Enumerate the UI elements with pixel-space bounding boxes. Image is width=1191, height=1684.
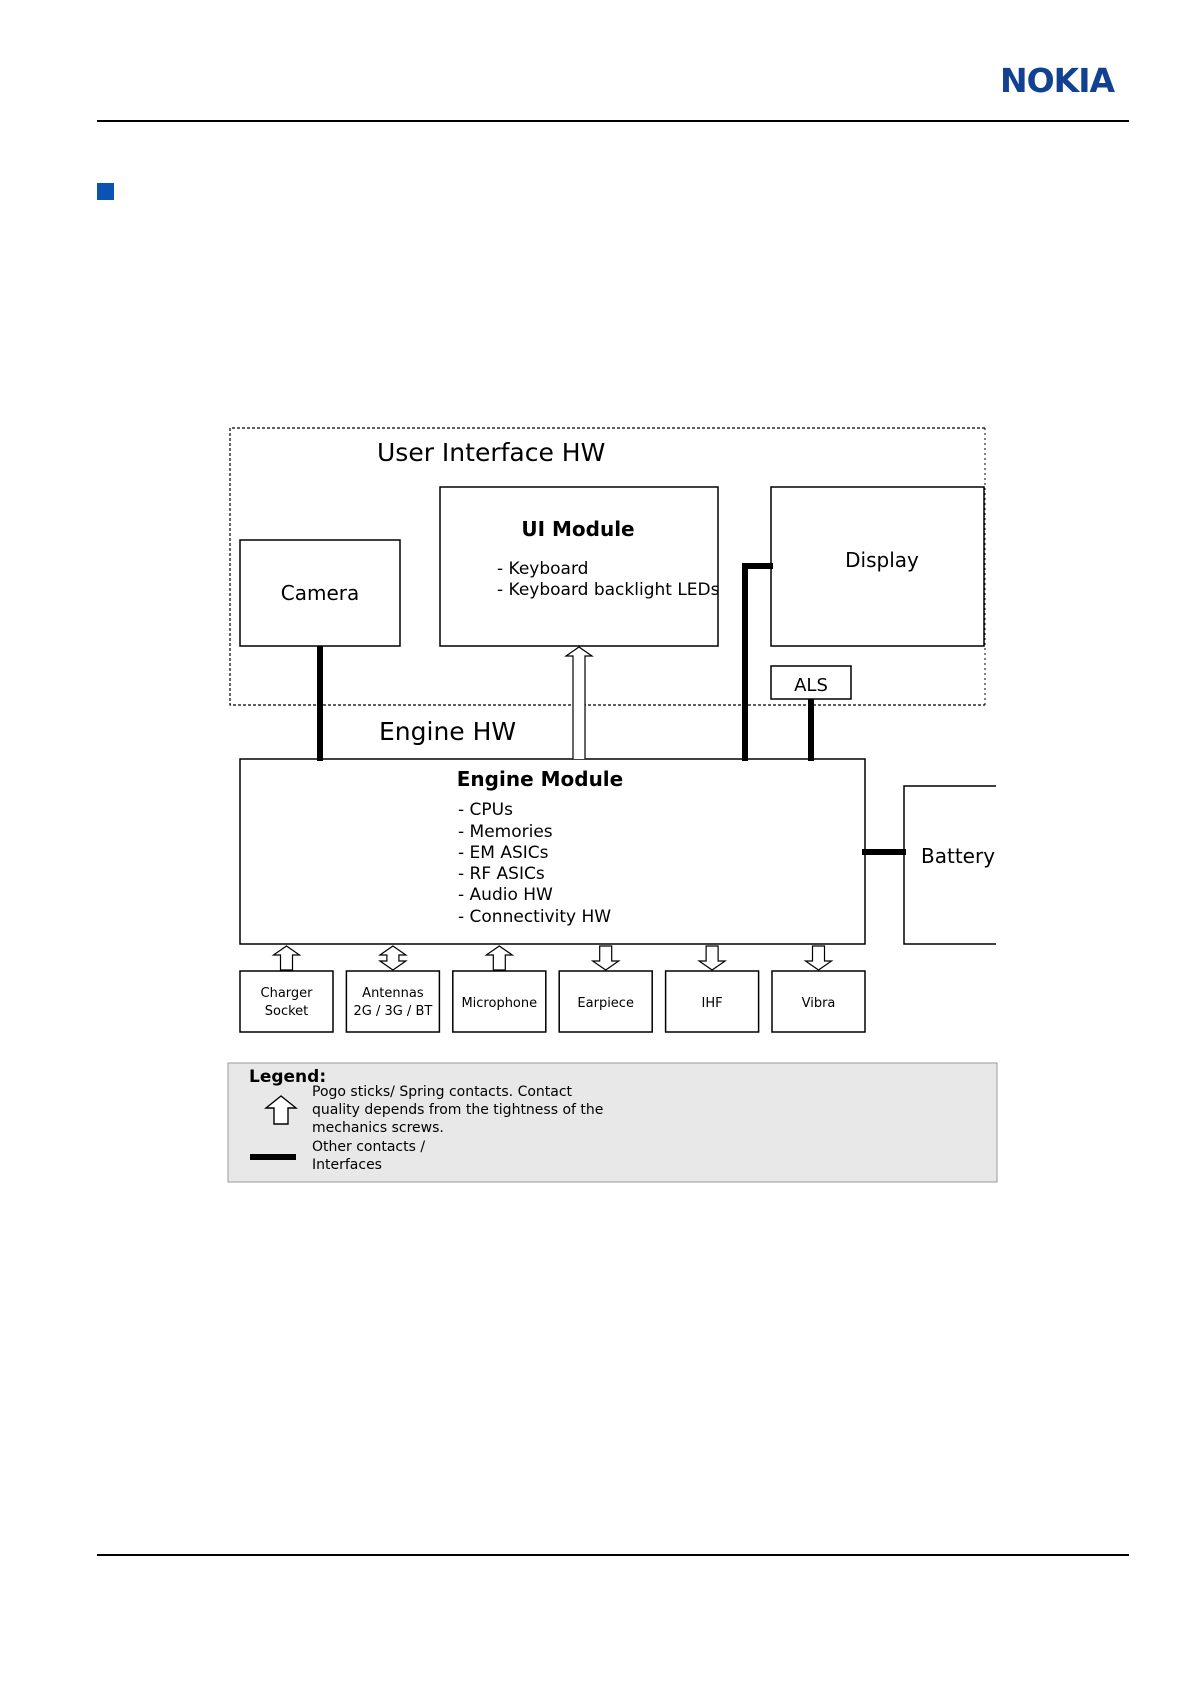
peripheral-pogo-arrow-icon [271, 945, 302, 971]
header-rule [97, 120, 1129, 122]
peripheral-box [771, 970, 866, 1033]
peripheral-label: Vibra [802, 996, 836, 1011]
section-bullet-icon [97, 183, 114, 200]
battery-label: Battery [921, 844, 995, 868]
peripheral-box [345, 970, 441, 1033]
display-box [770, 486, 985, 647]
peripheral-box [452, 970, 547, 1033]
peripheral-box [239, 970, 334, 1033]
engine-module-item: - Memories [458, 822, 553, 842]
footer-rule [97, 1554, 1129, 1556]
camera-label: Camera [281, 581, 360, 605]
peripheral-box [558, 970, 653, 1033]
peripheral-label: Charger [261, 986, 314, 1001]
ui-module-box [439, 486, 719, 647]
ui-section-label: User Interface HW [377, 438, 605, 467]
engine-module-item: - EM ASICs [458, 843, 549, 863]
peripheral-label: 2G / 3G / BT [353, 1004, 432, 1019]
peripheral-pogo-arrow-icon [697, 945, 728, 971]
legend-title: Legend: [249, 1067, 326, 1087]
peripheral-pogo-arrow-icon [590, 945, 621, 971]
peripheral-box [664, 970, 760, 1033]
legend-pogo-text: mechanics screws. [312, 1120, 444, 1136]
ui-module-item: - Keyboard backlight LEDs [497, 580, 720, 600]
als-label: ALS [794, 675, 828, 696]
display-label: Display [845, 548, 919, 572]
ui-hw-frame [229, 427, 985, 706]
ui-module-item: - Keyboard [497, 559, 588, 579]
legend-other-text: Interfaces [312, 1157, 382, 1173]
engine-module-box [239, 758, 866, 945]
peripheral-pogo-arrow-icon [377, 945, 408, 971]
engine-module-item: - RF ASICs [458, 864, 545, 884]
legend-box [227, 1062, 998, 1183]
ui-module-title: UI Module [521, 517, 634, 541]
ui-module-pogo-arrow [564, 646, 594, 759]
nokia-logo: NOKIA [988, 61, 1126, 100]
legend-pogo-arrow-icon [264, 1095, 298, 1125]
display-interface-line [742, 563, 773, 761]
engine-module-item: - CPUs [458, 800, 513, 820]
legend-pogo-text: quality depends from the tightness of th… [312, 1102, 603, 1118]
peripheral-pogo-arrow-icon [803, 945, 834, 971]
peripheral-label: Microphone [461, 996, 537, 1011]
legend-other-text: Other contacts / [312, 1139, 425, 1155]
peripheral-pogo-arrow-icon [484, 945, 515, 971]
engine-module-item: - Connectivity HW [458, 907, 611, 927]
peripheral-label: IHF [702, 996, 723, 1011]
legend-pogo-text: Pogo sticks/ Spring contacts. Contact [312, 1084, 573, 1100]
nokia-logo-text: NOKIA [1000, 64, 1116, 96]
peripheral-label: Earpiece [577, 996, 634, 1011]
engine-module-item: - Audio HW [458, 885, 553, 905]
engine-module-title: Engine Module [457, 767, 623, 791]
battery-box [903, 785, 996, 945]
peripheral-label: Socket [265, 1004, 309, 1019]
engine-section-label: Engine HW [379, 717, 516, 746]
peripheral-label: Antennas [362, 986, 424, 1001]
